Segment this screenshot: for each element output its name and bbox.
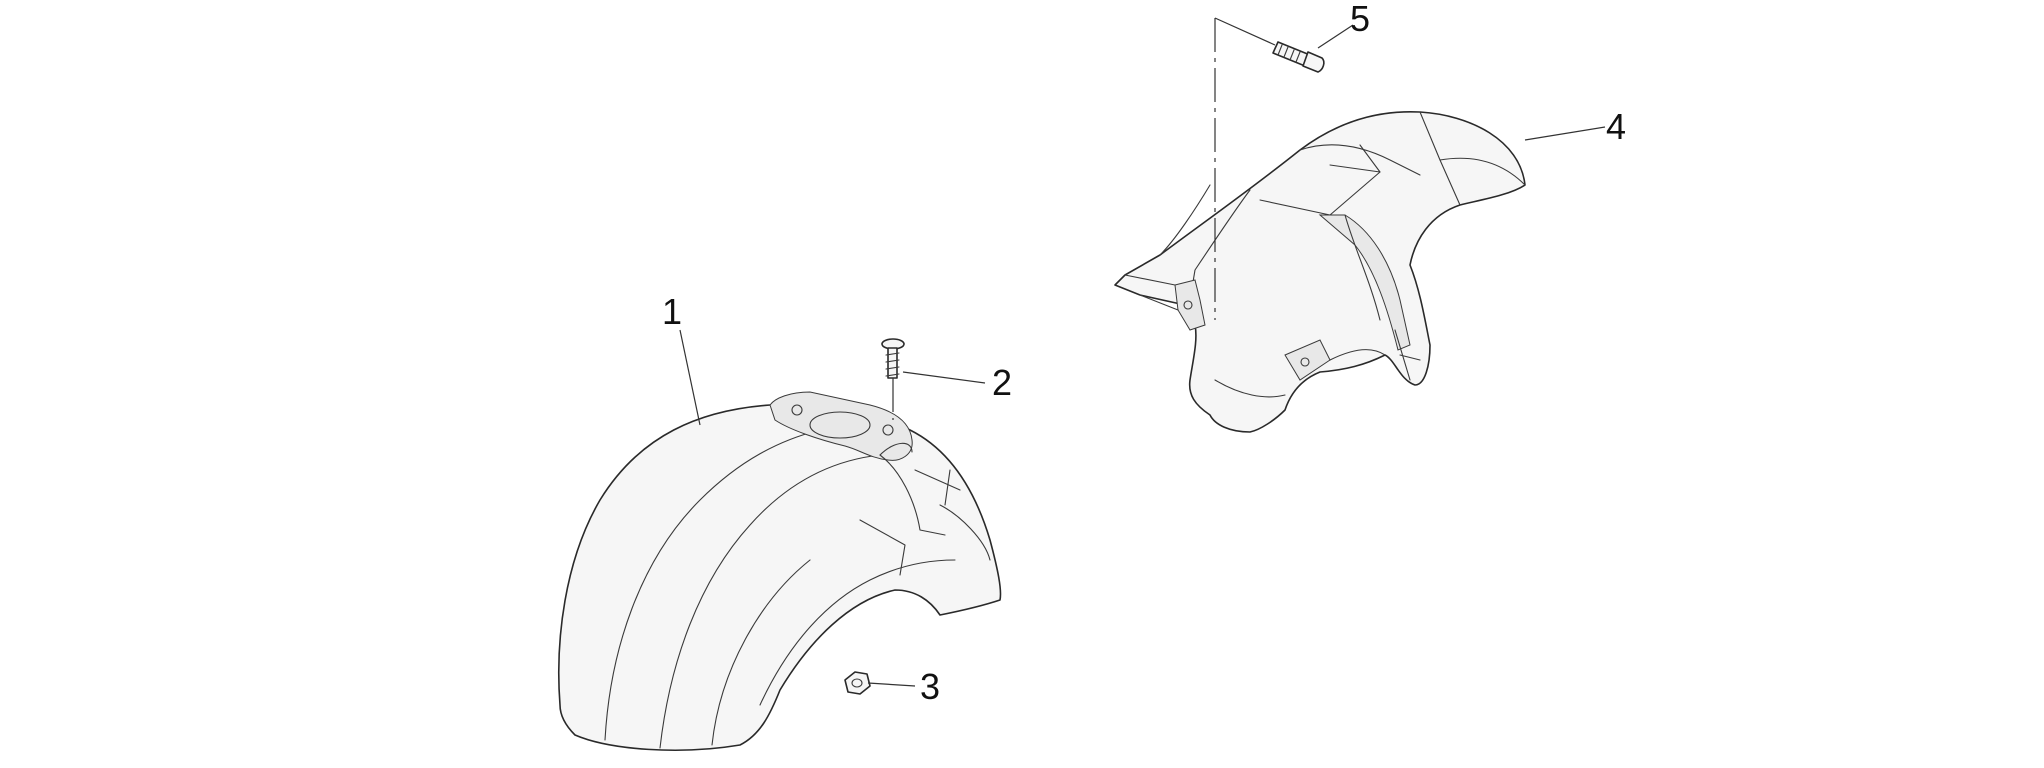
screw-5	[1214, 17, 1325, 320]
callout-2: 2	[992, 362, 1012, 403]
leader-lines	[679, 24, 1606, 687]
callout-1: 1	[662, 291, 682, 332]
leader-5	[1317, 24, 1354, 49]
leader-2	[902, 371, 986, 384]
leader-3	[867, 682, 916, 687]
callout-5: 5	[1350, 0, 1370, 39]
leader-1	[679, 329, 701, 426]
rear-inner-mudguard	[1114, 110, 1526, 433]
nut-3	[844, 671, 871, 695]
callout-4: 4	[1606, 106, 1626, 147]
front-mudguard	[558, 391, 1002, 752]
callout-3: 3	[920, 666, 940, 707]
leader-4	[1524, 126, 1606, 141]
screw-2	[881, 338, 905, 420]
